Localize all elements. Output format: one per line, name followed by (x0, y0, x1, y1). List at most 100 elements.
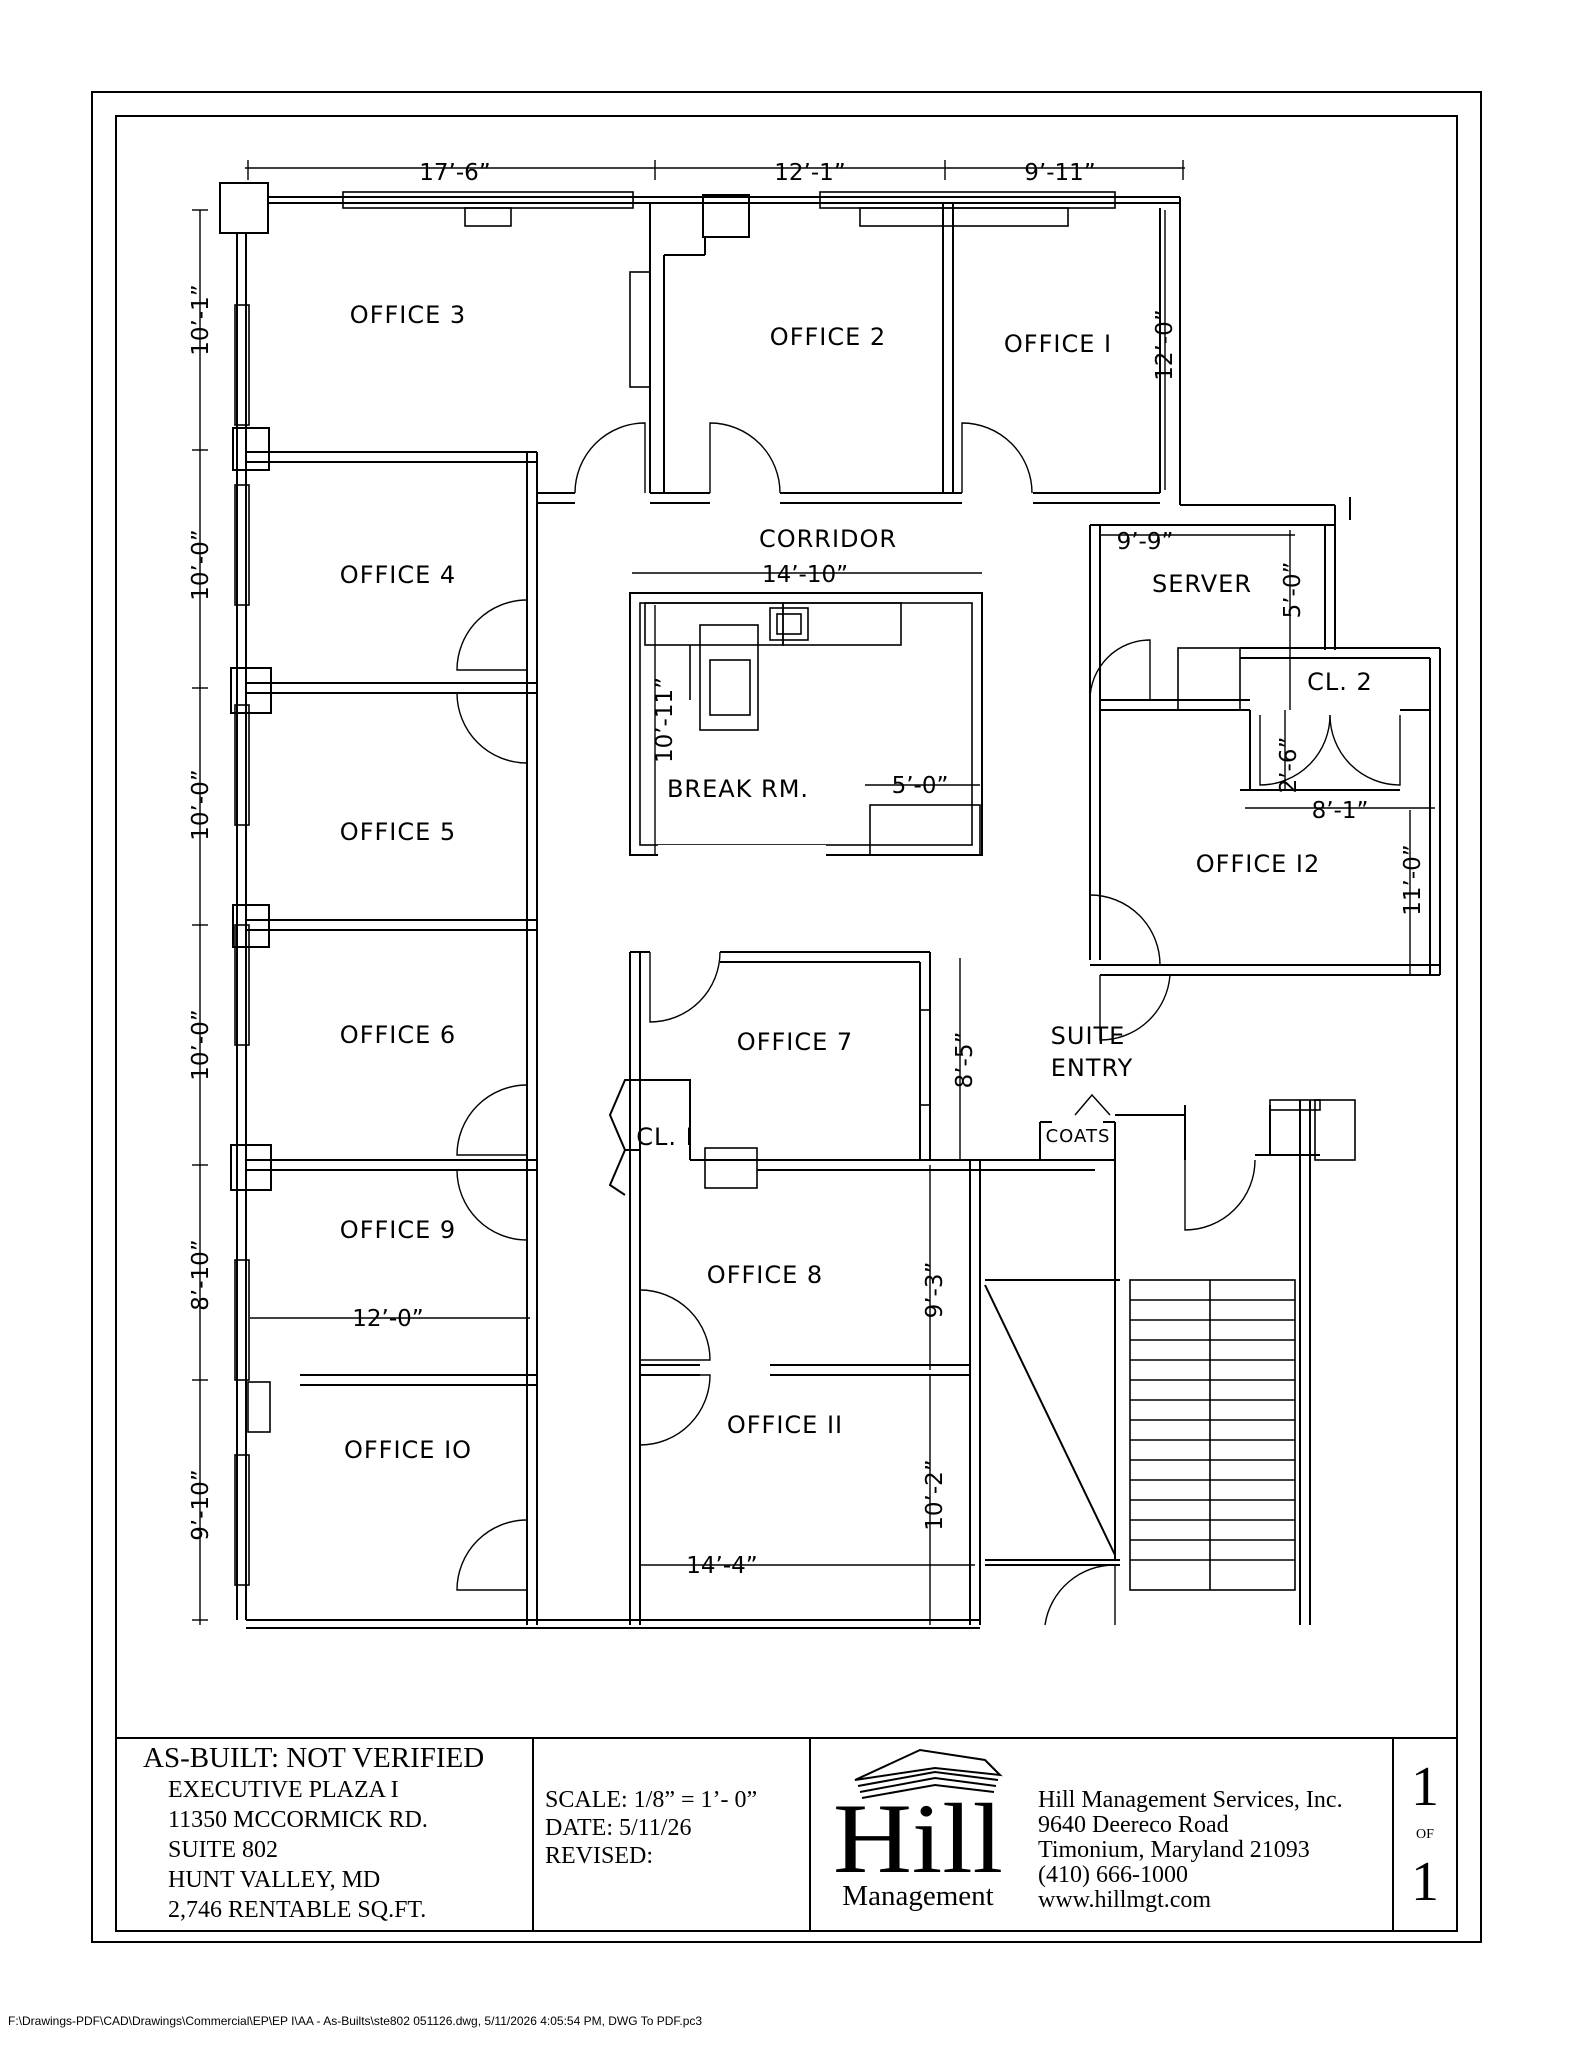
column-left (232, 427, 270, 471)
room-office-12: OFFICE I2 (1196, 850, 1320, 878)
door-stair-lower[interactable] (1044, 1564, 1116, 1626)
revised-text: REVISED: (545, 1843, 653, 1869)
dim-office2-width: 12’-1” (774, 160, 845, 186)
door-office-7[interactable] (649, 951, 721, 1023)
company-name: Hill Management Services, Inc. (1038, 1787, 1343, 1813)
room-corridor: CORRIDOR (759, 525, 897, 553)
door-stair[interactable] (1184, 1159, 1256, 1231)
scale-text: SCALE: 1/8” = 1’- 0” (545, 1787, 757, 1813)
dim-closet2-depth: 2’-6” (1276, 737, 1302, 794)
dim-server-width: 9’-9” (1117, 529, 1174, 555)
sheet-total: 1 (1411, 1851, 1439, 1913)
room-office-2: OFFICE 2 (770, 323, 886, 351)
room-office-9: OFFICE 9 (340, 1216, 456, 1244)
room-coats: COATS (1046, 1126, 1111, 1147)
street-address: 11350 MCCORMICK RD. (168, 1807, 428, 1833)
company-city: Timonium, Maryland 21093 (1038, 1837, 1310, 1863)
company-website: www.hillmgt.com (1038, 1887, 1211, 1913)
column-top-left (219, 182, 269, 234)
dim-office3-width: 17’-6” (419, 160, 490, 186)
door-office-8[interactable] (639, 1289, 711, 1361)
stair-treads (1129, 1279, 1296, 1591)
room-suite-entry-1: SUITE (1051, 1022, 1126, 1050)
dim-office1-depth: 12’-0” (1152, 309, 1178, 380)
room-closet-1: CL. I (636, 1123, 693, 1151)
logo-word: Hill (833, 1783, 1003, 1894)
room-suite-entry-2: ENTRY (1051, 1054, 1134, 1082)
dim-office12-width: 8’-1” (1312, 798, 1369, 824)
dim-break-counter: 5’-0” (892, 773, 949, 799)
status-text: AS-BUILT: NOT VERIFIED (143, 1742, 484, 1774)
door-office-11[interactable] (639, 1374, 711, 1446)
door-office-4[interactable] (456, 599, 528, 671)
window (819, 191, 1116, 209)
city-state: HUNT VALLEY, MD (168, 1867, 380, 1893)
dim-office9-width: 12’-0” (352, 1306, 423, 1332)
door-closet-2-left[interactable] (1259, 714, 1331, 786)
rentable-area: 2,746 RENTABLE SQ.FT. (168, 1897, 426, 1923)
company-phone: (410) 666-1000 (1038, 1862, 1188, 1888)
coats-closet (1039, 1121, 1116, 1160)
dim-office11-depth: 10’-2” (922, 1459, 948, 1530)
column-left (230, 667, 272, 714)
door-office-5[interactable] (456, 692, 528, 764)
inner-border (115, 115, 1458, 1932)
room-office-3: OFFICE 3 (350, 301, 466, 329)
door-office-3[interactable] (574, 422, 646, 494)
dim-office7-depth: 8’-5” (952, 1032, 978, 1089)
room-office-11: OFFICE II (727, 1411, 843, 1439)
company-street: 9640 Deereco Road (1038, 1812, 1229, 1838)
closet-1-doors (608, 1079, 691, 1196)
stair-diagonal (984, 1284, 1116, 1556)
room-office-1: OFFICE I (1004, 330, 1112, 358)
dim-left-office5: 10’-0” (188, 769, 214, 840)
room-office-4: OFFICE 4 (340, 561, 456, 589)
room-server: SERVER (1152, 570, 1252, 598)
room-office-6: OFFICE 6 (340, 1021, 456, 1049)
door-closet-2-right[interactable] (1329, 714, 1401, 786)
door-office-2[interactable] (709, 422, 781, 494)
dim-left-office6: 10’-0” (188, 1009, 214, 1080)
dimension-lines (192, 160, 1435, 1625)
dim-office12-depth: 11’-0” (1400, 844, 1426, 915)
column-left (230, 1144, 272, 1191)
dim-left-office4: 10’-0” (188, 529, 214, 600)
window (342, 191, 634, 209)
room-office-7: OFFICE 7 (737, 1028, 853, 1056)
door-suite-entry[interactable] (1099, 974, 1171, 1041)
logo-sub: Management (842, 1880, 993, 1912)
floor-plan (219, 182, 1441, 1629)
column-top-mid (702, 194, 750, 238)
column-left (232, 904, 270, 948)
dim-office11-width: 14’-4” (686, 1553, 757, 1579)
door-office-10[interactable] (456, 1519, 528, 1591)
hill-logo: Hill Management (833, 1748, 1003, 1912)
dim-office8-depth: 9’-3” (922, 1262, 948, 1319)
room-office-10: OFFICE IO (344, 1436, 472, 1464)
sheet-of: OF (1416, 1827, 1434, 1842)
room-office-8: OFFICE 8 (707, 1261, 823, 1289)
dim-left-office10: 9’-10” (188, 1469, 214, 1540)
file-path-footer: F:\Drawings-PDF\CAD\Drawings\Commercial\… (8, 2014, 702, 2028)
door-office-9[interactable] (456, 1169, 528, 1241)
dim-server-depth: 5’-0” (1280, 562, 1306, 619)
door-server[interactable] (1089, 639, 1151, 701)
room-closet-2: CL. 2 (1307, 668, 1373, 696)
dim-left-office3: 10’-1” (188, 284, 214, 355)
dim-break-depth: 10’-11” (652, 677, 678, 763)
door-office-1[interactable] (961, 422, 1033, 494)
room-office-5: OFFICE 5 (340, 818, 456, 846)
server-rack (1177, 647, 1241, 711)
break-room-wall (629, 592, 983, 856)
sheet-number: 1 (1411, 1756, 1439, 1818)
dim-break-width: 14’-10” (762, 562, 848, 588)
sink-counter (699, 624, 759, 731)
door-office-6[interactable] (456, 1084, 528, 1156)
suite-number: SUITE 802 (168, 1837, 278, 1863)
door-office-12[interactable] (1089, 894, 1161, 966)
dim-office1-width: 9’-11” (1024, 160, 1095, 186)
building-name: EXECUTIVE PLAZA I (168, 1777, 399, 1803)
dim-left-office9: 8’-10” (188, 1239, 214, 1310)
room-break: BREAK RM. (667, 775, 809, 803)
